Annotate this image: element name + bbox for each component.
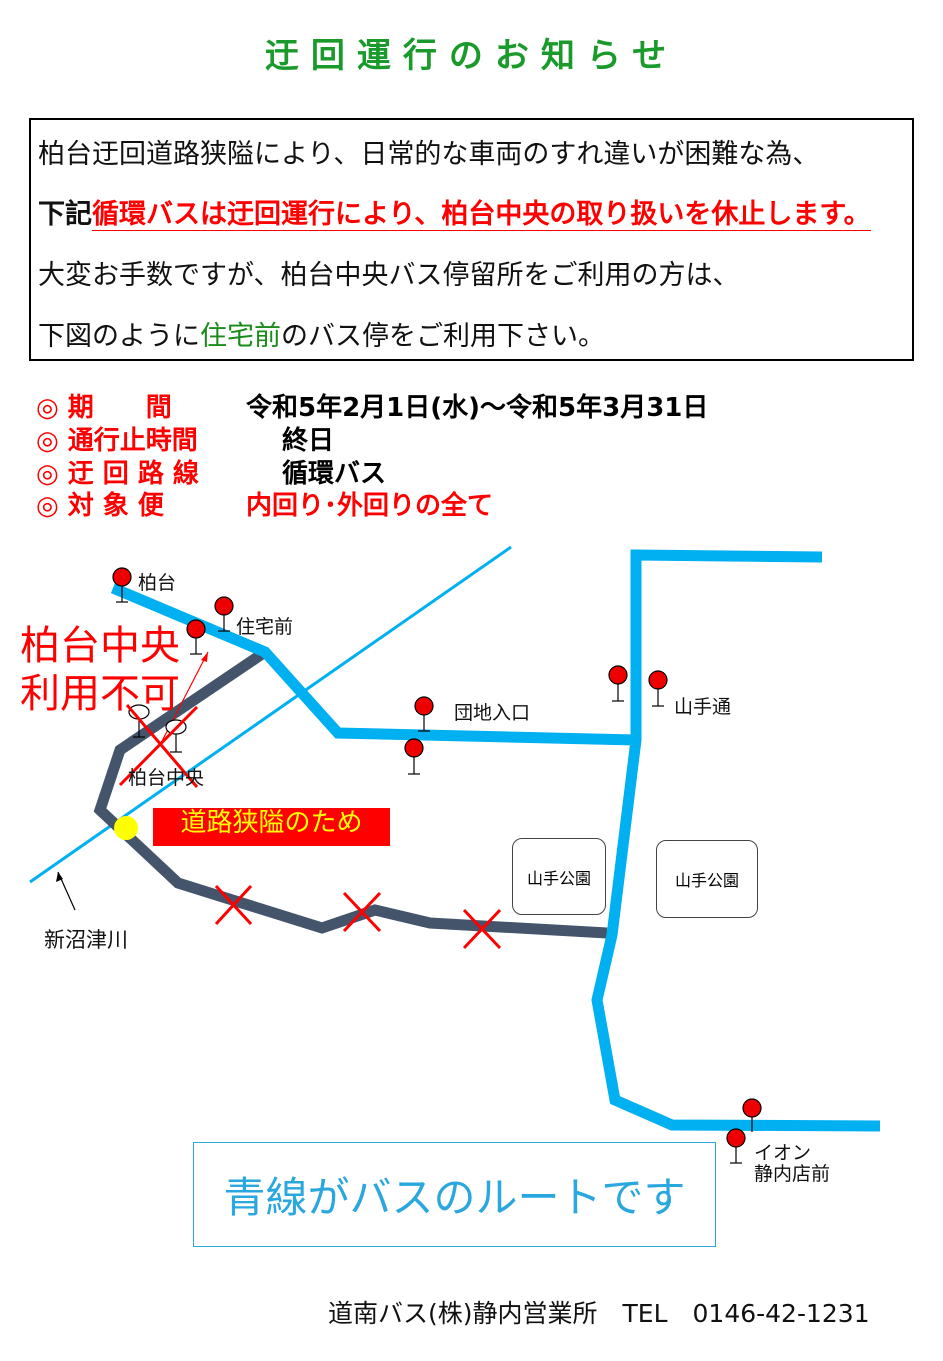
warning-banner: 道路狭隘のため xyxy=(153,808,390,846)
info-key: ◎ 対 象 便 xyxy=(36,491,164,521)
notice-line-4-b: のバス停をご利用下さい。 xyxy=(281,321,605,352)
closed-label-b: 利用不可 xyxy=(20,671,180,717)
notice-line-2: 下記循環バスは迂回運行により、柏台中央の取り扱いを休止します。 xyxy=(38,192,918,231)
bus-route xyxy=(110,582,637,746)
closed-label-a: 柏台中央 xyxy=(20,623,180,669)
bus-route-east xyxy=(591,549,881,1132)
stop-label-yamatedori: 山手通 xyxy=(674,696,732,718)
closed-road xyxy=(93,647,608,939)
arrow-head xyxy=(201,652,208,662)
info-hours: ◎ 通行止時間 終日 xyxy=(36,426,334,456)
info-value: 令和5年2月1日(水)～令和5年3月31日 xyxy=(246,393,709,423)
notice-line-4: 下図のように住宅前のバス停をご利用下さい。 xyxy=(38,314,605,353)
info-route: ◎ 迂 回 路 線 循環バス xyxy=(36,459,386,489)
info-key: ◎ 通行止時間 xyxy=(36,426,198,456)
page-title: 迂回運行のお知らせ xyxy=(264,36,679,76)
stop-label-jutakumae: 住宅前 xyxy=(236,616,294,638)
park-2: 山手公園 xyxy=(656,840,758,918)
footer-contact: 道南バス(株)静内営業所 TEL 0146-42-1231 xyxy=(328,1299,870,1328)
route-legend: 青線がバスのルートです xyxy=(193,1142,716,1247)
stop-label-chuo: 柏台中央 xyxy=(128,767,205,789)
stop-label-danchi: 団地入口 xyxy=(454,702,531,724)
cross-marks xyxy=(118,704,502,950)
info-value: 循環バス xyxy=(282,459,387,489)
notice-line-2-prefix: 下記 xyxy=(38,199,92,230)
info-value: 終日 xyxy=(282,426,335,456)
park-1: 山手公園 xyxy=(512,838,606,915)
info-period: ◎ 期 間 令和5年2月1日(水)～令和5年3月31日 xyxy=(36,393,708,423)
notice-box: 柏台迂回道路狭隘により、日常的な車両のすれ違いが困難な為、 下記循環バスは迂回運… xyxy=(29,118,914,361)
notice-line-1: 柏台迂回道路狭隘により、日常的な車両のすれ違いが困難な為、 xyxy=(38,139,820,170)
river-label: 新沼津川 xyxy=(44,928,128,952)
info-key: ◎ 迂 回 路 線 xyxy=(36,459,199,489)
info-target: ◎ 対 象 便 内回り･外回りの全て xyxy=(36,491,493,521)
info-key: ◎ 期 間 xyxy=(36,393,172,423)
junction-dot xyxy=(114,816,138,840)
aeon-line-1: イオン xyxy=(754,1142,812,1164)
notice-line-3: 大変お手数ですが、柏台中央バス停留所をご利用の方は、 xyxy=(38,260,740,291)
bus-stop-pins xyxy=(112,567,762,1164)
stop-label-kashiwadai: 柏台 xyxy=(138,572,177,594)
stop-label-aeon: イオン静内店前 xyxy=(754,1143,830,1185)
river-pointer-head xyxy=(56,872,63,882)
info-value: 内回り･外回りの全て xyxy=(246,491,494,521)
notice-line-4-stop: 住宅前 xyxy=(200,321,281,352)
notice-line-4-a: 下図のように xyxy=(38,321,200,352)
notice-line-2-emphasis: 循環バスは迂回運行により、柏台中央の取り扱いを休止します。 xyxy=(92,199,871,231)
aeon-line-2: 静内店前 xyxy=(754,1163,831,1185)
